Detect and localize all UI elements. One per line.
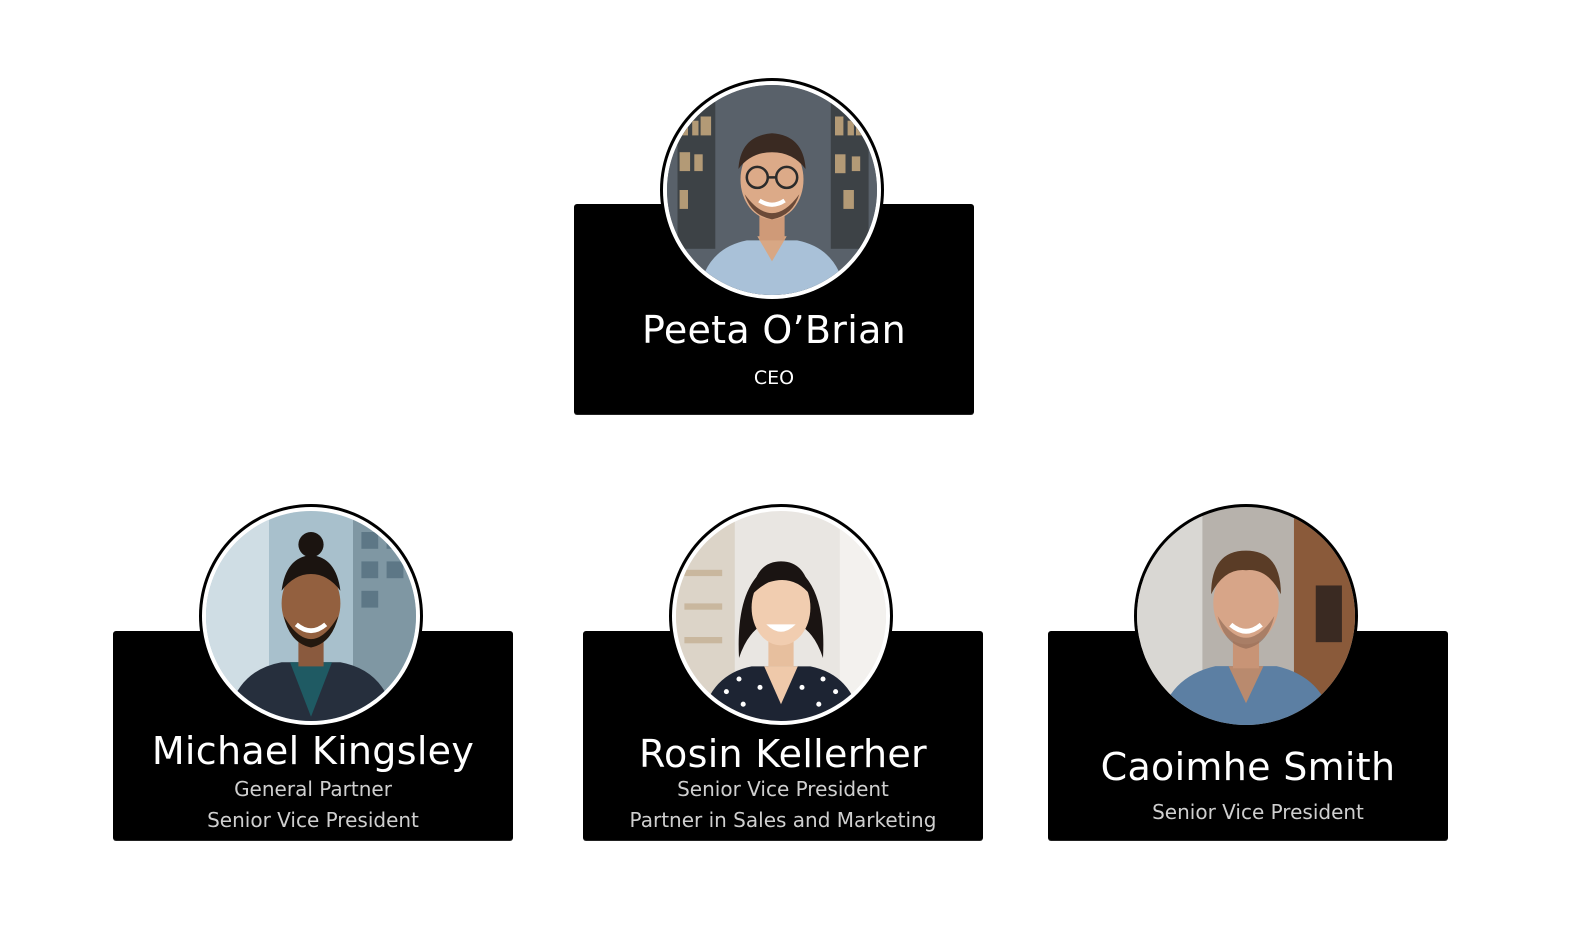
person-name: Caoimhe Smith (1100, 745, 1396, 789)
person-role: CEO (753, 367, 795, 389)
person-name: Rosin Kellerher (639, 732, 927, 776)
portrait-photo (206, 511, 416, 721)
org-card: Caoimhe Smith Senior Vice President (1048, 631, 1448, 840)
person-name: Peeta O’Brian (641, 308, 907, 352)
person-role: General Partner (234, 777, 392, 801)
person-role: Senior Vice President (1152, 800, 1364, 824)
avatar (669, 504, 893, 728)
person-role: Senior Vice President (207, 808, 419, 832)
avatar (1134, 504, 1358, 728)
person-role: Senior Vice President (677, 777, 889, 801)
person-name: Michael Kingsley (151, 729, 475, 773)
avatar (660, 78, 884, 302)
portrait-photo (667, 85, 877, 295)
org-card: Michael Kingsley General Partner Senior … (113, 631, 513, 840)
person-role: Partner in Sales and Marketing (629, 808, 937, 832)
portrait-photo (1137, 507, 1355, 725)
portrait-photo (676, 511, 886, 721)
avatar (199, 504, 423, 728)
